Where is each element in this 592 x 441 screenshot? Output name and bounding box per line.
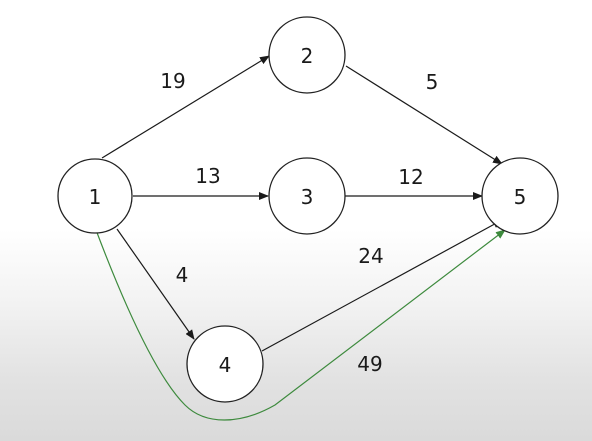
edge-1-4	[116, 228, 195, 340]
node-3: 3	[268, 157, 346, 235]
edge-4-5	[261, 219, 503, 352]
node-1: 1	[57, 158, 133, 234]
edge-label-2-5: 5	[426, 70, 439, 94]
edge-label-1-4: 4	[176, 263, 189, 287]
edge-label-1-3: 13	[195, 164, 220, 188]
node-3-label: 3	[301, 185, 314, 209]
edge-label-4-5: 24	[358, 244, 383, 268]
edge-label-3-5: 12	[398, 165, 423, 189]
node-5: 5	[481, 157, 559, 235]
node-4: 4	[186, 325, 264, 403]
node-2: 2	[268, 16, 346, 94]
node-4-label: 4	[219, 353, 232, 377]
highlight-path-label: 49	[357, 352, 382, 376]
node-5-label: 5	[514, 185, 527, 209]
node-2-label: 2	[301, 44, 314, 68]
edge-label-1-2: 19	[160, 69, 185, 93]
highlight-path	[95, 229, 506, 421]
node-1-label: 1	[89, 185, 102, 209]
edge-2-5	[345, 65, 503, 165]
edge-1-2	[101, 55, 270, 159]
